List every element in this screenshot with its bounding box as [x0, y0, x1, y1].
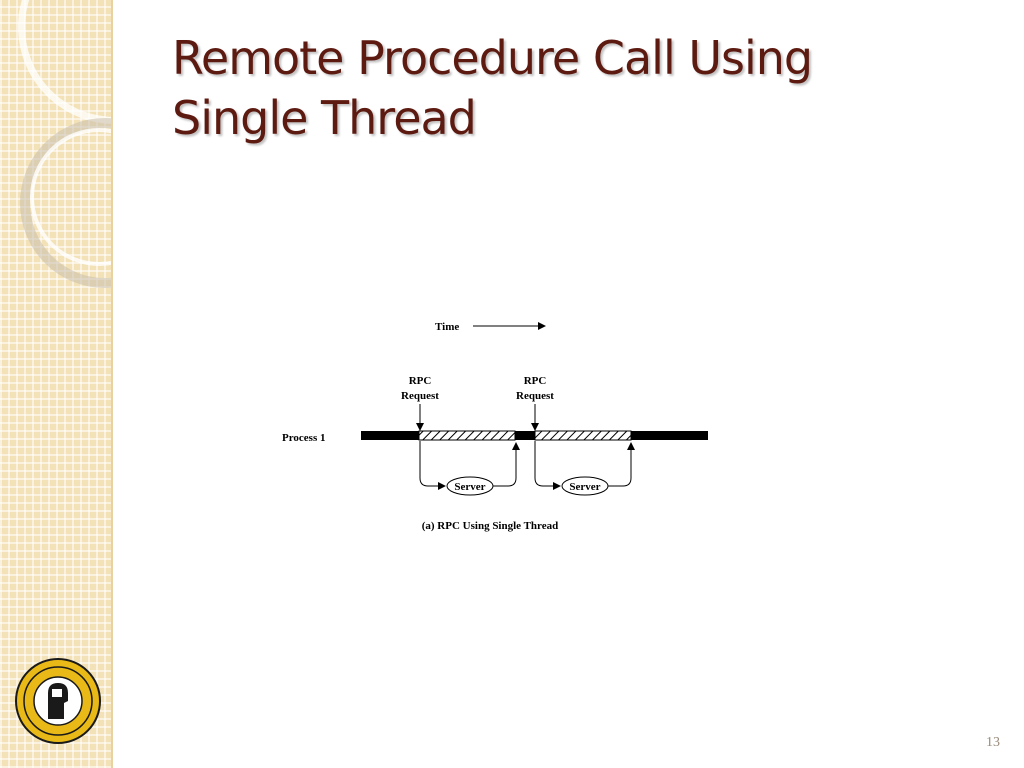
diagram-caption: (a) RPC Using Single Thread: [422, 520, 559, 532]
server-1-return-arrow: [493, 442, 520, 487]
process-running-segment: [515, 431, 535, 440]
time-label: Time: [435, 321, 459, 333]
process-blocked-segment: [534, 430, 632, 441]
page-number: 13: [986, 735, 1000, 750]
server-1-label: Server: [454, 481, 485, 493]
process-running-segment: [631, 431, 708, 440]
process-blocked-segment: [418, 430, 516, 441]
server-2-return-arrow: [608, 442, 635, 487]
rpc-request-2-label-line1: RPC: [524, 375, 547, 387]
slide-title: Remote Procedure Call Using Single Threa…: [172, 28, 972, 148]
sidebar-edge: [111, 0, 113, 768]
rpc-single-thread-diagram: Time RPC Request RPC Request Process 1 S…: [282, 321, 708, 532]
process-1-label: Process 1: [282, 432, 325, 444]
logo-emblem-detail: [52, 689, 62, 697]
decorative-sidebar: [0, 0, 113, 768]
rpc-request-1-label-line1: RPC: [409, 375, 432, 387]
server-1-call-arrow: [419, 441, 446, 490]
slide-title-line-1: Remote Procedure Call Using: [172, 31, 813, 85]
rpc-request-1-label-line2: Request: [401, 390, 439, 402]
institution-logo: [15, 658, 101, 744]
rpc-request-2-label-line2: Request: [516, 390, 554, 402]
server-2-call-arrow: [534, 441, 561, 490]
slide-title-line-2: Single Thread: [172, 91, 477, 145]
decorative-ring: [18, 0, 113, 124]
process-running-segment: [361, 431, 419, 440]
logo-inner-ring: [23, 666, 93, 736]
server-2-label: Server: [569, 481, 600, 493]
